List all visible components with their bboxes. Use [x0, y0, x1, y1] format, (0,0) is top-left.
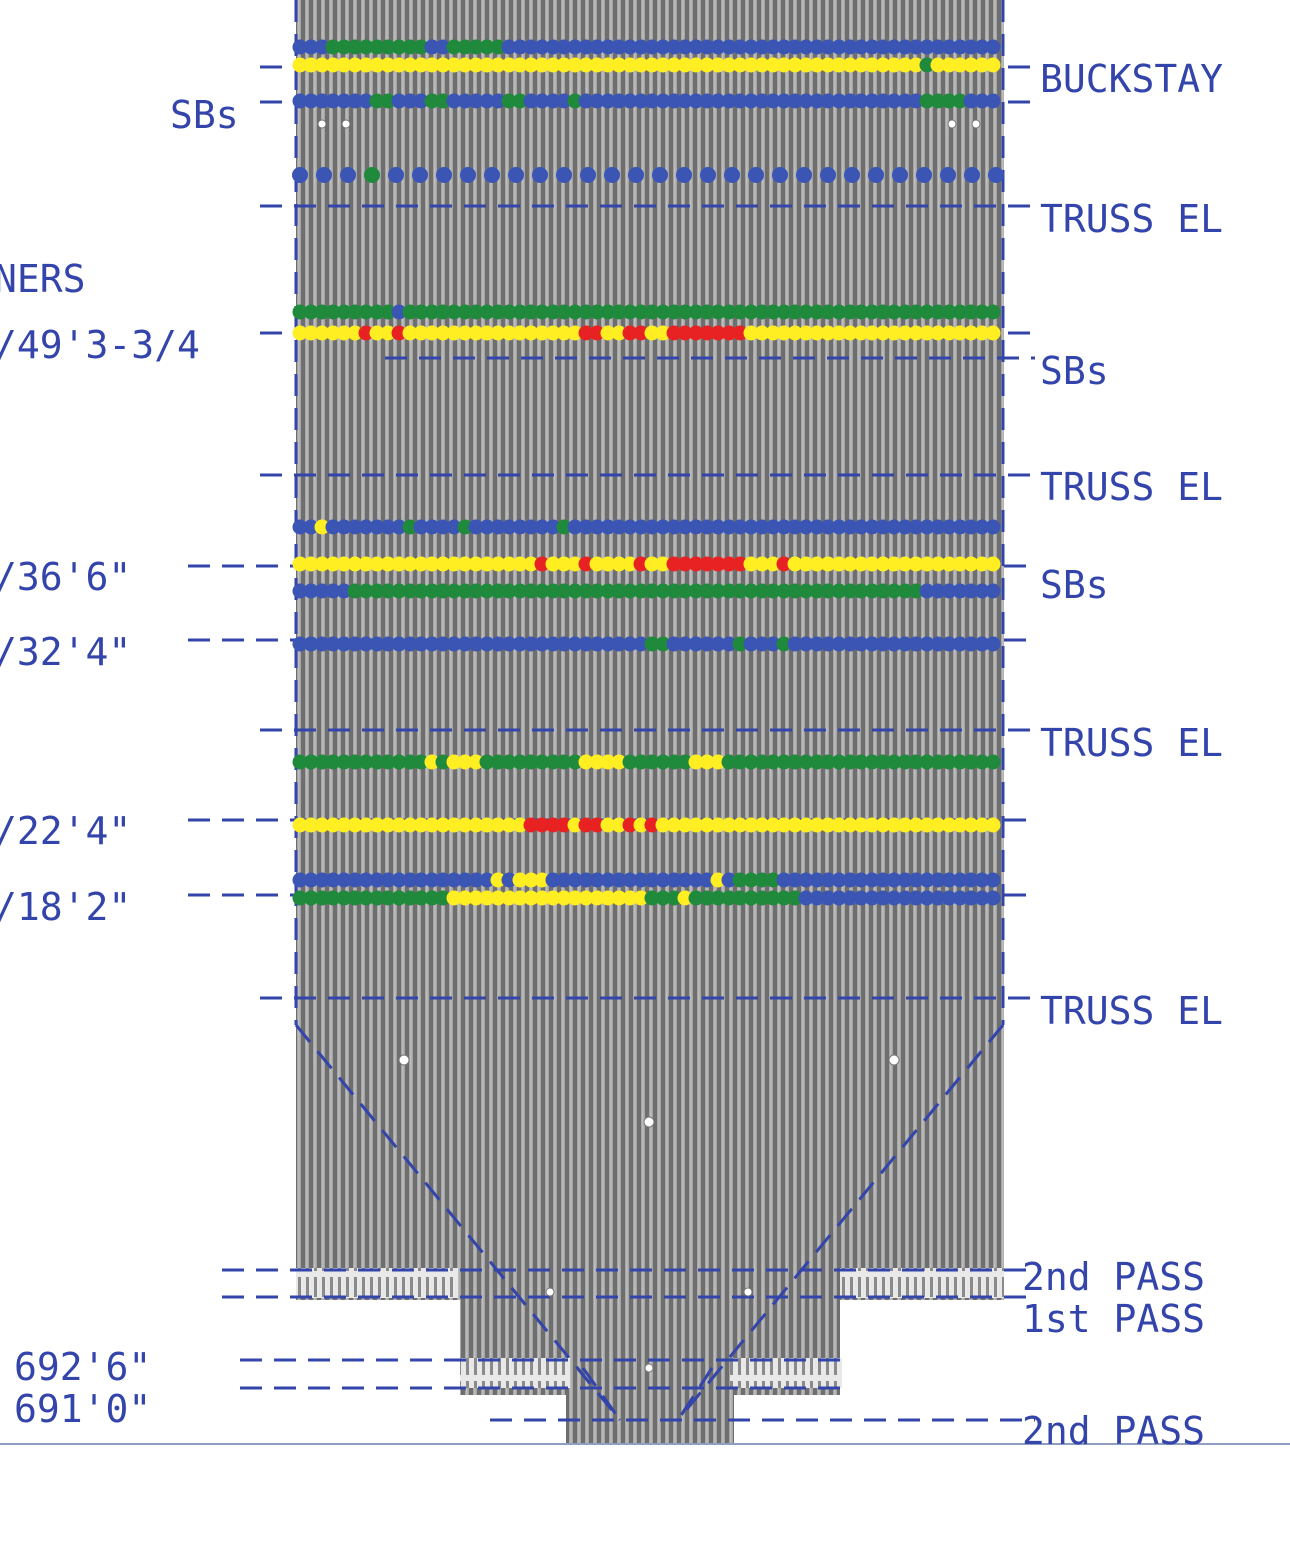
row-sbs-top — [292, 93, 1001, 109]
row-buckstay-upper — [292, 39, 1001, 55]
row-36-blue — [292, 519, 1001, 535]
row-truss-3-green — [292, 754, 1001, 770]
right-labels: BUCKSTAY TRUSS EL SBs TRUSS EL SBs TRUSS… — [1022, 57, 1223, 1453]
row-18 — [292, 890, 1001, 906]
label-corners: NERS — [0, 257, 86, 301]
furnace-outline — [294, 0, 1005, 1421]
inspection-rows — [292, 39, 1004, 906]
label-pass-1st: 1st PASS — [1022, 1297, 1205, 1341]
label-el-32: /32'4" — [0, 630, 131, 674]
label-truss-el-3: TRUSS EL — [1040, 721, 1223, 765]
header-left — [296, 1268, 458, 1298]
label-pass-2nd-top: 2nd PASS — [1022, 1255, 1205, 1299]
row-dotted-blue — [292, 167, 1004, 183]
label-el-18: /18'2" — [0, 885, 131, 929]
row-32 — [292, 636, 1001, 652]
header-lower-left — [460, 1358, 570, 1388]
label-el-22: /22'4" — [0, 809, 131, 853]
label-truss-el-1: TRUSS EL — [1040, 197, 1223, 241]
left-labels: SBs NERS /49'3-3/4 /36'6" /32'4" /22'4" … — [0, 93, 239, 1431]
anchor-dots — [317, 119, 981, 1373]
label-pass-2nd-bottom: 2nd PASS — [1022, 1409, 1205, 1453]
label-sbs-2: SBs — [1040, 563, 1109, 607]
label-el-36: /36'6" — [0, 555, 131, 599]
row-18-blue — [292, 872, 1001, 888]
label-truss-el-4: TRUSS EL — [1040, 989, 1223, 1033]
label-sbs-left: SBs — [170, 93, 239, 137]
tube-wall — [296, 0, 1004, 1444]
row-buckstay — [292, 57, 1001, 73]
label-el-692: 692'6" — [14, 1345, 151, 1389]
row-22 — [292, 817, 1001, 833]
label-el-49: /49'3-3/4 — [0, 323, 200, 367]
label-buckstay: BUCKSTAY — [1040, 57, 1223, 101]
header-lower-right — [730, 1358, 842, 1388]
row-49 — [292, 325, 1001, 341]
header-right — [840, 1268, 1004, 1298]
label-truss-el-2: TRUSS EL — [1040, 465, 1223, 509]
row-49-green — [292, 304, 1001, 320]
hopper-throat-panel — [566, 1390, 734, 1444]
row-36 — [292, 556, 1001, 572]
label-sbs-1: SBs — [1040, 349, 1109, 393]
label-el-691: 691'0" — [14, 1387, 151, 1431]
row-36-green — [292, 583, 1001, 599]
